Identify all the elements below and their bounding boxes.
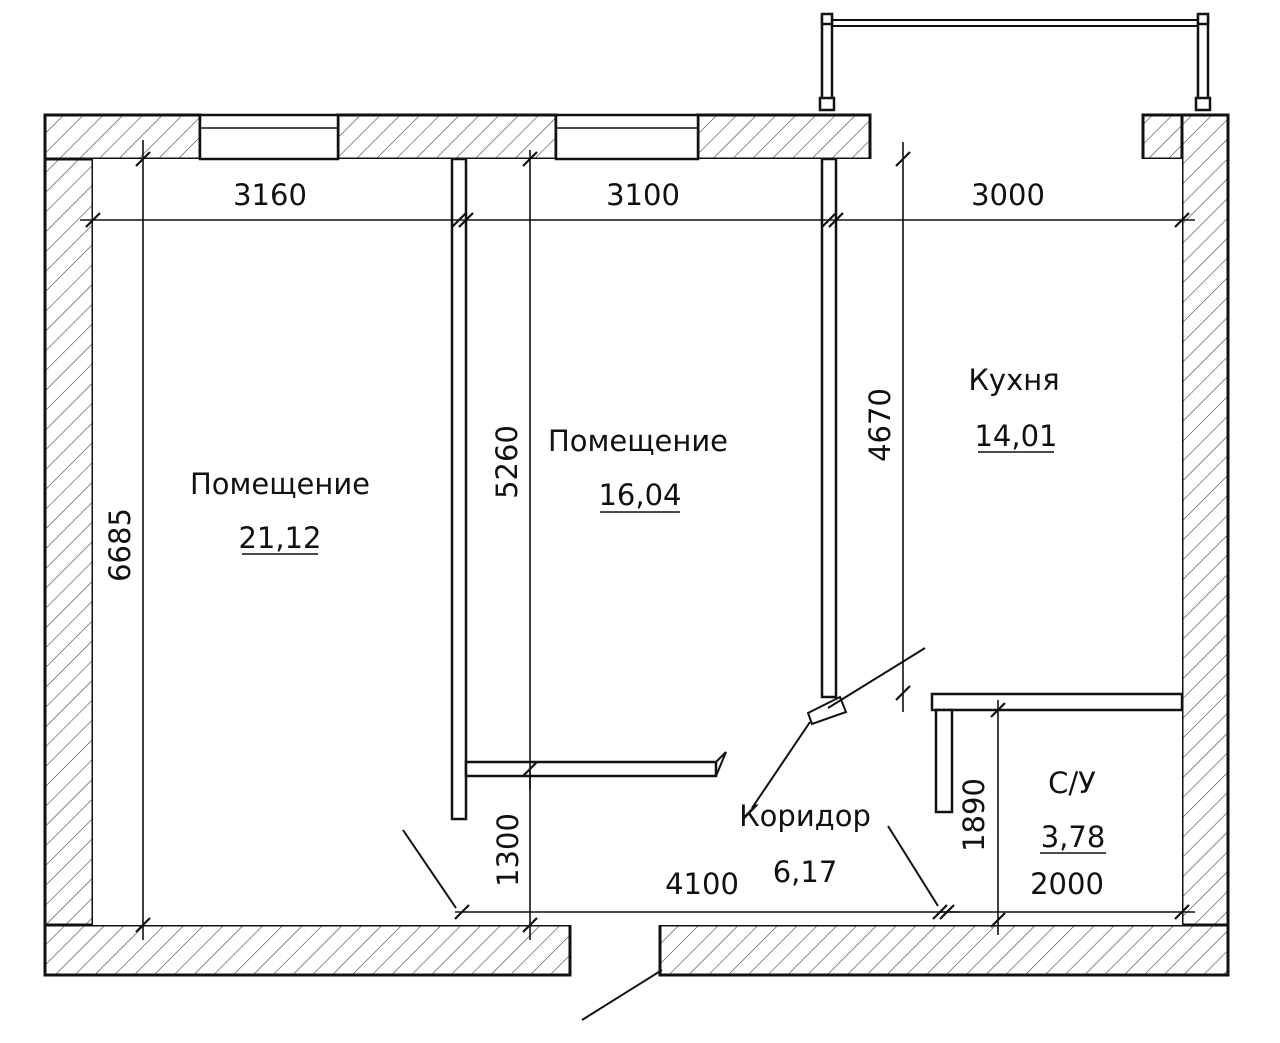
partition-wc-top xyxy=(930,692,1184,712)
room-labels: Помещение 21,12 Помещение 16,04 Кухня 14… xyxy=(190,363,1106,889)
dim-width-wc: 2000 xyxy=(1030,867,1104,901)
dim-width-kitchen: 3000 xyxy=(971,178,1045,212)
doors xyxy=(402,647,939,1021)
dimension-lines xyxy=(80,140,1195,940)
partition-2 xyxy=(820,157,838,699)
dim-width-corridor: 4100 xyxy=(665,867,739,901)
partitions xyxy=(450,157,1184,821)
partition-3 xyxy=(464,760,718,778)
room2-area: 16,04 xyxy=(598,478,681,512)
dim-height-room2: 5260 xyxy=(490,425,524,499)
balcony xyxy=(818,12,1212,112)
dim-height-kitchen: 4670 xyxy=(863,388,897,462)
kitchen-name: Кухня xyxy=(968,363,1059,397)
dim-height-corridor: 1300 xyxy=(491,813,525,887)
window-1 xyxy=(198,113,340,161)
wall-bottom-right xyxy=(658,923,1230,977)
dim-width-room1: 3160 xyxy=(233,178,307,212)
room1-area: 21,12 xyxy=(238,521,321,555)
room2-name: Помещение xyxy=(548,424,728,458)
room1-name: Помещение xyxy=(190,467,370,501)
wall-right xyxy=(1180,113,1230,977)
wall-bottom-left xyxy=(43,923,572,977)
dim-height-total: 6685 xyxy=(103,508,137,582)
kitchen-area: 14,01 xyxy=(974,419,1057,453)
wc-name: С/У xyxy=(1048,766,1096,800)
corridor-area: 6,17 xyxy=(773,855,838,889)
partition-wc-left xyxy=(934,708,954,814)
dim-width-room2: 3100 xyxy=(606,178,680,212)
wc-area: 3,78 xyxy=(1041,820,1106,854)
window-2 xyxy=(554,113,700,161)
dimension-labels: 3160 3100 3000 6685 5260 4670 1300 4100 … xyxy=(103,178,1104,901)
windows xyxy=(198,113,700,161)
exterior-walls xyxy=(43,113,1230,977)
wall-top-1 xyxy=(43,113,202,161)
wall-top-2 xyxy=(336,113,558,161)
partition-1 xyxy=(450,157,468,821)
dim-height-wc: 1890 xyxy=(957,778,991,852)
wall-left xyxy=(43,113,95,977)
wall-top-3 xyxy=(696,113,872,161)
corridor-name: Коридор xyxy=(739,799,871,833)
